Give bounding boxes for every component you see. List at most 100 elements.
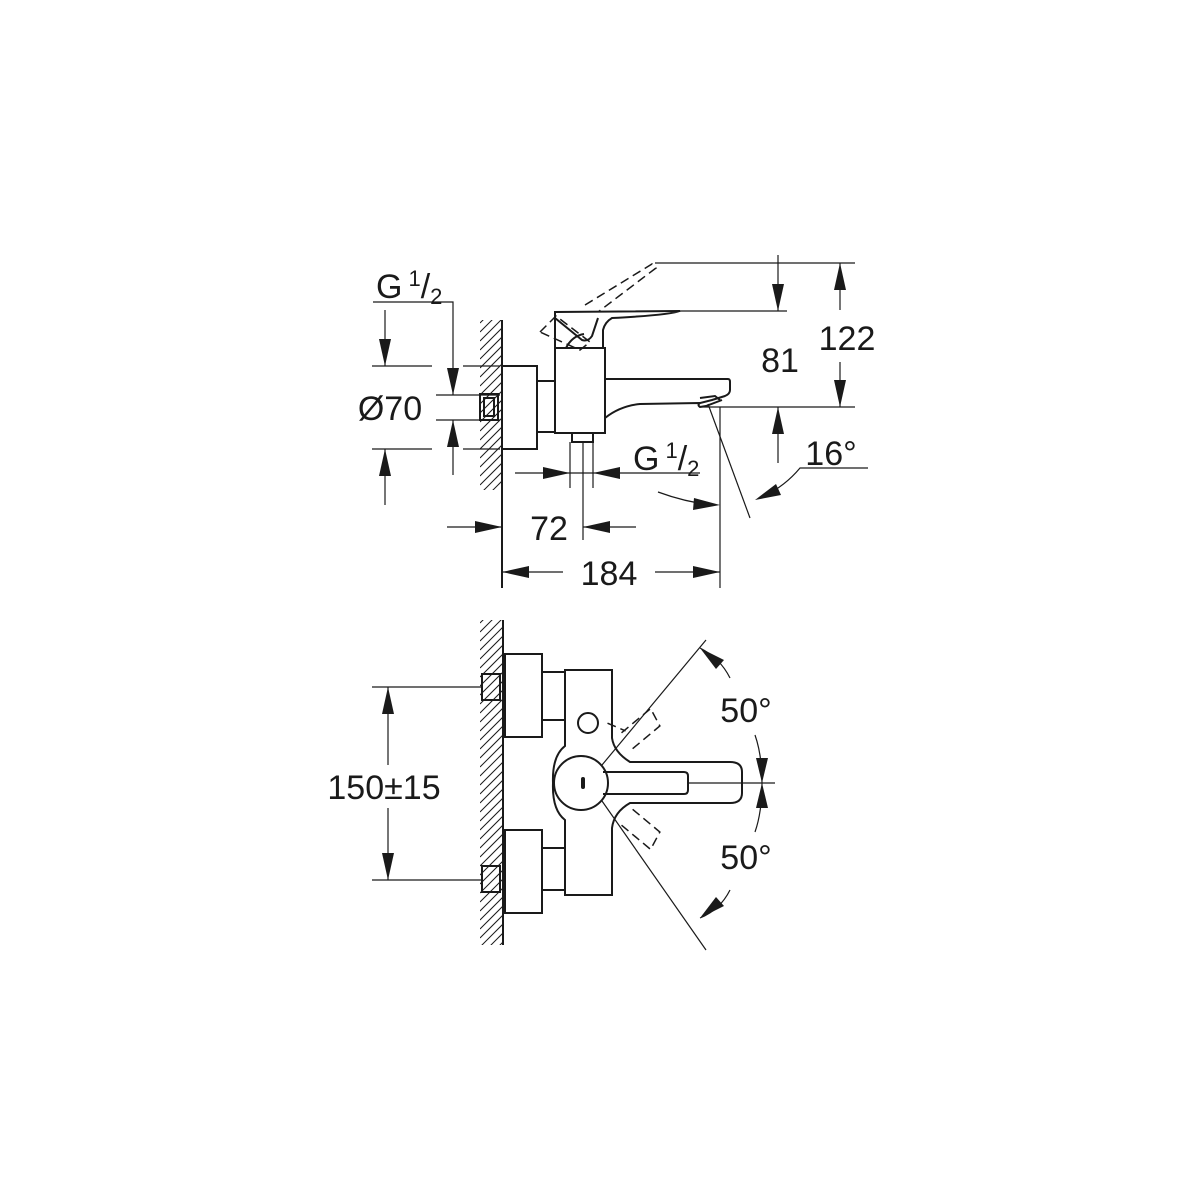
dim-184-label: 184	[581, 555, 638, 593]
hatch-line	[480, 842, 503, 867]
hatch-line	[480, 716, 503, 741]
hatch-line	[480, 620, 493, 633]
arrow-icon	[755, 484, 781, 500]
hatch-line	[480, 860, 503, 885]
diameter-label: Ø70	[358, 390, 422, 428]
upper-flange	[504, 653, 543, 738]
arrow-icon	[382, 853, 394, 880]
angle-line-upper	[601, 639, 707, 766]
arrow-icon	[502, 566, 529, 578]
hatch-line	[480, 453, 502, 477]
hatch-line	[483, 471, 502, 490]
hatch-line	[480, 336, 502, 360]
hatch-line	[480, 851, 503, 876]
hatch-line	[480, 806, 503, 831]
hatch-line	[480, 626, 503, 651]
arrow-icon	[593, 467, 620, 479]
hatch-line	[480, 905, 503, 930]
angle-lower-label: 50°	[720, 839, 771, 877]
handle-lever-front	[603, 771, 689, 795]
hatch-line	[480, 320, 502, 342]
handle-lever	[554, 310, 681, 348]
lower-flange-connector	[541, 847, 566, 891]
spout-aerator	[699, 394, 721, 401]
hatch-line	[480, 761, 503, 786]
outlet-angle-line	[707, 403, 751, 519]
upper-flange-connector	[541, 671, 566, 721]
hatch-line	[480, 815, 503, 840]
wall-hatching-top	[480, 290, 504, 521]
hatch-line	[480, 372, 502, 396]
arrow-icon	[543, 467, 570, 479]
hatch-line	[480, 497, 504, 521]
hatch-line	[480, 462, 502, 486]
handle-ghost-upper	[607, 707, 661, 751]
front-view: 50° 50° 150±15	[327, 590, 775, 992]
hatch-line	[480, 743, 503, 768]
diverter-knob	[577, 712, 599, 734]
arrow-icon	[583, 521, 610, 533]
arrow-icon	[756, 783, 768, 808]
hatch-line	[480, 950, 504, 974]
arrow-icon	[693, 566, 720, 578]
arrow-icon	[834, 263, 846, 290]
hatch-line	[480, 896, 503, 921]
arrow-icon	[447, 420, 459, 447]
hatch-line	[480, 290, 504, 314]
thread-inlet-leader	[373, 301, 454, 395]
arrow-icon	[447, 368, 459, 395]
arrow-icon	[382, 687, 394, 714]
arrow-icon	[756, 758, 768, 783]
hatch-line	[481, 923, 503, 945]
hatch-line	[480, 968, 504, 992]
hatch-line	[492, 480, 502, 490]
hatch-line	[490, 932, 503, 945]
hatch-line	[480, 824, 503, 849]
flange-connector	[536, 380, 556, 433]
inlet-connector-inner	[483, 397, 495, 417]
hatch-line	[480, 426, 502, 450]
hatch-line	[480, 725, 503, 750]
handle-hub	[553, 755, 609, 811]
arrow-icon	[700, 648, 724, 669]
arrow-icon	[475, 521, 502, 533]
hatch-line	[480, 444, 502, 468]
arrow-icon	[379, 339, 391, 366]
hatch-line	[480, 620, 502, 642]
dim-122-label: 122	[819, 320, 876, 358]
hatch-line	[480, 399, 502, 423]
handle-open-position	[538, 315, 592, 351]
hatch-line	[480, 788, 503, 813]
hatch-line	[480, 734, 503, 759]
hatch-line	[480, 959, 504, 983]
hatch-line	[480, 770, 503, 795]
hatch-line	[480, 345, 502, 369]
dim-72-label: 72	[530, 510, 568, 548]
hatch-line	[480, 320, 484, 324]
hatch-line	[480, 644, 503, 669]
handle-ghost-lower	[621, 807, 661, 851]
angle-line-lower	[601, 800, 707, 951]
angle-16-label: 16°	[805, 435, 856, 473]
diverter	[571, 432, 594, 443]
hub-indicator	[581, 777, 585, 789]
hatch-line	[480, 635, 503, 660]
arrow-icon	[772, 407, 784, 434]
lower-flange	[504, 829, 543, 914]
hatch-line	[480, 620, 484, 624]
arrow-icon	[834, 380, 846, 407]
hatch-line	[480, 590, 504, 614]
hatch-line	[480, 354, 502, 378]
hatch-line	[480, 779, 503, 804]
mixer-body	[554, 347, 606, 434]
hatch-line	[480, 320, 493, 333]
handle-open-lever	[584, 263, 658, 313]
lower-inlet-connector	[481, 865, 501, 893]
arrow-icon	[693, 498, 720, 510]
wall-hatching-bottom	[480, 590, 504, 992]
hatch-line	[480, 435, 502, 459]
angle-upper-label: 50°	[720, 692, 771, 730]
